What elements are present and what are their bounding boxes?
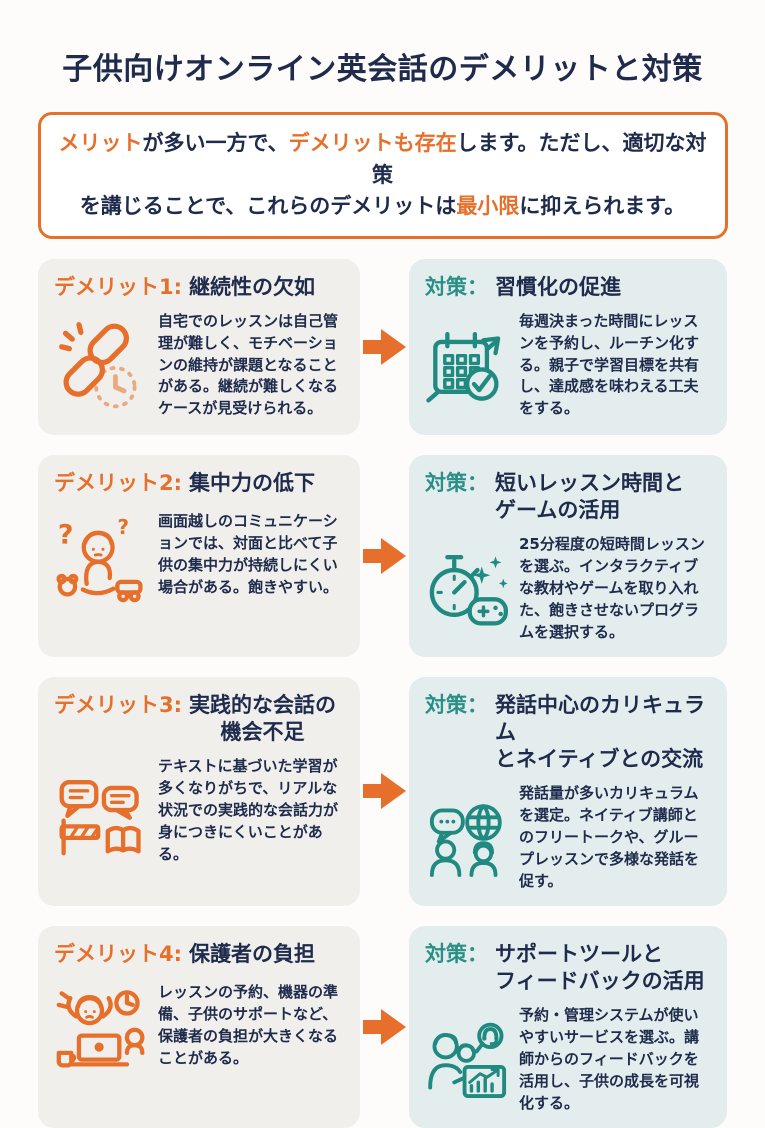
demerit-1-title: デメリット1: 継続性の欠如: [54, 274, 344, 301]
demerit-4-content: レッスンの予約、機器の準備、子供のサポートなど、保護者の負担が大きくなることがあ…: [54, 978, 344, 1074]
solution-card-4: 対策： サポートツールと フィードバックの活用: [409, 925, 727, 1128]
solution-3-label: 対策：: [425, 692, 488, 717]
demerit-1-body: 自宅でのレッスンは自己管理が難しく、モチベーションの維持が課題となることがある。…: [158, 311, 339, 418]
demerit-2-title-text: 集中力の低下: [189, 470, 316, 495]
people-globe-chat-icon: [425, 795, 511, 881]
demerit-1-label: デメリット1:: [54, 274, 183, 299]
demerit-card-3: デメリット3: 実践的な会話の 機会不足: [38, 676, 360, 906]
solution-4-content: 予約・管理システムが使いやすいサービスを選ぶ。講師からのフィードバックを活用し、…: [425, 1005, 711, 1114]
stopwatch-game-controller-icon: [425, 546, 511, 632]
demerit-4-body: レッスンの予約、機器の準備、子供のサポートなど、保護者の負担が大きくなることがあ…: [158, 983, 339, 1068]
solution-1-title: 対策： 習慣化の促進: [425, 274, 711, 301]
solution-4-body: 予約・管理システムが使いやすいサービスを選ぶ。講師からのフィードバックを活用し、…: [519, 1006, 700, 1113]
solution-2-title-text: 短いレッスン時間と ゲームの活用: [495, 470, 684, 522]
svg-text:?: ?: [58, 519, 74, 550]
demerit-card-2: デメリット2: 集中力の低下: [38, 454, 360, 657]
solution-4-title-text: サポートツールと フィードバックの活用: [495, 941, 705, 994]
intro-highlight: メリット: [58, 131, 143, 155]
calendar-check-trend-icon: [425, 323, 511, 409]
demerit-1-content: 自宅でのレッスンは自己管理が難しく、モチベーションの維持が課題となることがある。…: [54, 311, 344, 420]
demerit-3-title: デメリット3: 実践的な会話の 機会不足: [54, 692, 344, 747]
solution-3-body: 発話量が多いカリキュラムを選定。ネイティブ講師とのフリートークや、グループレッス…: [519, 784, 700, 890]
demerit-2-content: ? ? 画面越しのコミュニケーションでは、対面と比べて子供の集中力が持続しにくい…: [54, 507, 344, 603]
family-tablet-feedback-icon: [425, 1017, 511, 1103]
row-4: デメリット4: 保護者の負担: [38, 925, 727, 1128]
demerit-2-title: デメリット2: 集中力の低下: [54, 470, 344, 497]
page-title: 子供向けオンライン英会話のデメリットと対策: [62, 52, 703, 87]
demerit-3-body: テキストに基づいた学習が多くなりがちで、リアルな状況での実践的な会話力が身につき…: [158, 757, 339, 863]
speech-bubbles-barrier-book-icon: [54, 763, 150, 859]
svg-text:?: ?: [117, 515, 129, 539]
right-arrow-icon: [360, 259, 409, 435]
stressed-parent-laptop-icon: [54, 978, 150, 1074]
solution-3-title: 対策： 発話中心のカリキュラム とネイティブとの交流: [425, 692, 711, 774]
solution-card-1: 対策： 習慣化の促進: [409, 258, 727, 435]
solution-1-title-text: 習慣化の促進: [495, 274, 621, 299]
distracted-child-icon: ? ?: [54, 507, 150, 603]
right-arrow-icon: [360, 455, 409, 657]
solution-2-content: 25分程度の短時間レッスンを選ぶ。インタラクティブな教材やゲームを取り入れた、飽…: [425, 534, 711, 643]
demerit-4-title: デメリット4: 保護者の負担: [54, 941, 344, 968]
solution-card-2: 対策： 短いレッスン時間と ゲームの活用: [409, 454, 727, 657]
demerit-1-title-text: 継続性の欠如: [189, 274, 316, 299]
solution-2-title: 対策： 短いレッスン時間と ゲームの活用: [425, 470, 711, 525]
row-2: デメリット2: 集中力の低下: [38, 454, 727, 657]
demerit-3-title-text: 実践的な会話の 機会不足: [189, 692, 337, 744]
broken-chain-clock-icon: [54, 318, 150, 414]
solution-1-label: 対策：: [425, 274, 488, 299]
intro-text: します。ただし、適切な対策 を講じることで、これらのデメリットは: [79, 131, 707, 218]
demerit-2-label: デメリット2:: [54, 470, 183, 495]
intro-text: が多い一方で、: [142, 131, 289, 155]
demerit-card-1: デメリット1: 継続性の欠如: [38, 258, 360, 435]
solution-card-3: 対策： 発話中心のカリキュラム とネイティブとの交流: [409, 676, 727, 906]
right-arrow-icon: [360, 677, 409, 906]
demerit-card-4: デメリット4: 保護者の負担: [38, 925, 360, 1128]
demerit-4-label: デメリット4:: [54, 941, 183, 966]
rows: デメリット1: 継続性の欠如: [38, 258, 727, 1128]
intro-highlight: デメリットも存在: [288, 131, 457, 155]
solution-1-body: 毎週決まった時間にレッスンを予約し、ルーチン化する。親子で学習目標を共有し、達成…: [519, 311, 700, 418]
demerit-3-content: テキストに基づいた学習が多くなりがちで、リアルな状況での実践的な会話力が身につき…: [54, 756, 344, 865]
solution-2-body: 25分程度の短時間レッスンを選ぶ。インタラクティブな教材やゲームを取り入れた、飽…: [519, 535, 705, 641]
intro-box: メリットが多い一方で、デメリットも存在します。ただし、適切な対策 を講じることで…: [37, 112, 728, 239]
right-arrow-icon: [360, 926, 409, 1128]
demerit-3-label: デメリット3:: [54, 692, 183, 717]
demerit-4-title-text: 保護者の負担: [189, 941, 316, 966]
intro-highlight: 最小限: [456, 194, 520, 218]
solution-1-content: 毎週決まった時間にレッスンを予約し、ルーチン化する。親子で学習目標を共有し、達成…: [425, 311, 711, 420]
intro-text: に抑えられます。: [519, 194, 686, 218]
solution-2-label: 対策：: [425, 470, 488, 495]
row-1: デメリット1: 継続性の欠如: [38, 258, 727, 435]
solution-3-content: 発話量が多いカリキュラムを選定。ネイティブ講師とのフリートークや、グループレッス…: [425, 783, 711, 892]
row-3: デメリット3: 実践的な会話の 機会不足: [38, 676, 727, 906]
demerit-2-body: 画面越しのコミュニケーションでは、対面と比べて子供の集中力が持続しにくい場合があ…: [158, 512, 339, 596]
solution-4-title: 対策： サポートツールと フィードバックの活用: [425, 941, 711, 996]
solution-4-label: 対策：: [425, 941, 488, 966]
solution-3-title-text: 発話中心のカリキュラム とネイティブとの交流: [495, 692, 705, 772]
